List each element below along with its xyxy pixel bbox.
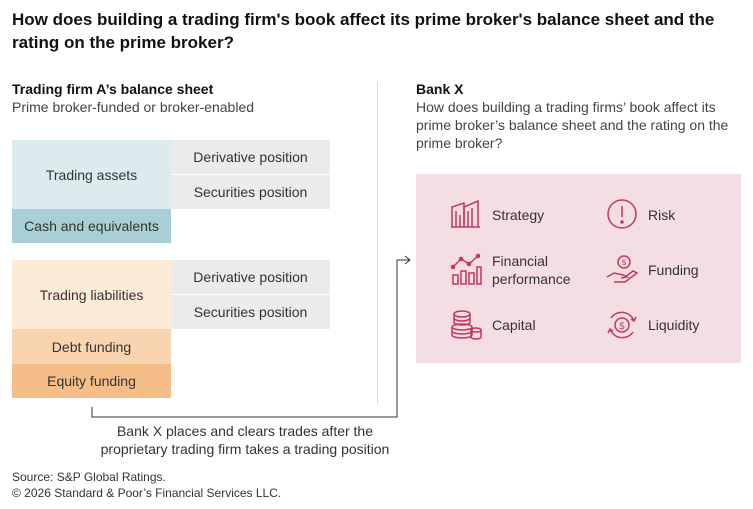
right-heading: Bank X <box>416 81 464 97</box>
column-divider <box>377 82 378 404</box>
page-title: How does building a trading firm's book … <box>12 10 715 52</box>
capital-icon <box>449 308 483 342</box>
left-subtitle: Prime broker-funded or broker-enabled <box>12 99 255 115</box>
connector-caption: Bank X places and clears trades after th… <box>80 422 410 458</box>
financial-performance-label-line2: performance <box>492 271 571 287</box>
liability-derivative-position-box: Derivative position <box>171 260 330 294</box>
bank-impact-panel <box>416 174 741 363</box>
financial-performance-label-line1: Financial <box>492 253 549 269</box>
connector-caption-line2: proprietary trading firm takes a trading… <box>100 441 390 457</box>
asset-securities-position-box: Securities position <box>171 175 330 209</box>
trading-liabilities-box: Trading liabilities <box>12 260 171 329</box>
cash-equivalents-box: Cash and equivalents <box>12 209 171 243</box>
right-subtitle: How does building a trading firms’ book … <box>416 99 729 151</box>
risk-icon <box>605 197 639 231</box>
funding-icon: $ <box>605 253 639 287</box>
financial-performance-icon <box>449 253 483 287</box>
liquidity-label: Liquidity <box>648 317 700 333</box>
risk-label: Risk <box>648 207 676 223</box>
liability-securities-position-box: Securities position <box>171 295 330 329</box>
strategy-label: Strategy <box>492 207 545 223</box>
debt-funding-box: Debt funding <box>12 329 171 364</box>
svg-text:$: $ <box>619 321 625 332</box>
copyright-note: © 2026 Standard & Poor’s Financial Servi… <box>12 486 282 500</box>
capital-label: Capital <box>492 317 536 333</box>
funding-label: Funding <box>648 262 699 278</box>
left-heading: Trading firm A’s balance sheet <box>12 81 214 97</box>
liquidity-icon: $ <box>605 308 639 342</box>
svg-text:$: $ <box>621 258 626 267</box>
trading-assets-box: Trading assets <box>12 140 171 209</box>
asset-derivative-position-box: Derivative position <box>171 140 330 174</box>
strategy-icon <box>449 197 483 231</box>
source-note: Source: S&P Global Ratings. <box>12 470 166 484</box>
equity-funding-box: Equity funding <box>12 364 171 398</box>
connector-caption-line1: Bank X places and clears trades after th… <box>116 423 374 439</box>
